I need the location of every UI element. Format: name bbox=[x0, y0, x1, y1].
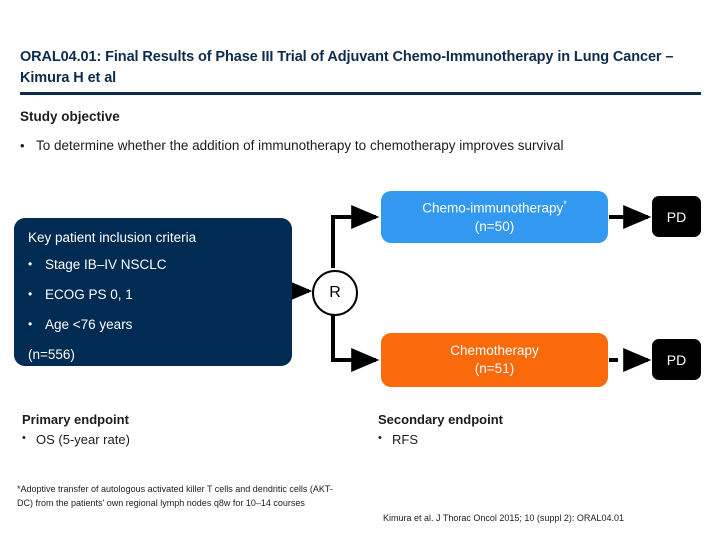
bullet-glyph: • bbox=[22, 432, 26, 444]
page-title: ORAL04.01: Final Results of Phase III Tr… bbox=[20, 49, 674, 86]
treatment-arm-name: Chemo-immunotherapy bbox=[422, 200, 564, 216]
primary-endpoint-block: Primary endpoint • OS (5-year rate) bbox=[22, 412, 130, 447]
outcome-box-pd-arm-1: PD bbox=[652, 196, 701, 237]
treatment-arm-n: (n=51) bbox=[474, 361, 515, 376]
inclusion-criteria-total: (n=556) bbox=[28, 346, 75, 362]
bullet-glyph: • bbox=[28, 316, 33, 331]
bullet-glyph: • bbox=[28, 287, 33, 302]
bullet-glyph: • bbox=[28, 257, 33, 272]
treatment-arm-chemo-immunotherapy: Chemo-immunotherapy* (n=50) bbox=[381, 191, 608, 243]
footnote-text: *Adoptive transfer of autologous activat… bbox=[17, 484, 333, 508]
citation-text: Kimura et al. J Thorac Oncol 2015; 10 (s… bbox=[383, 513, 624, 523]
treatment-arm-n: (n=50) bbox=[474, 218, 515, 234]
connector-randomization-to-arm-1 bbox=[331, 205, 380, 268]
study-objective-bullet: • To determine whether the addition of i… bbox=[20, 136, 690, 157]
randomization-label: R bbox=[329, 284, 341, 301]
list-item: • Stage IB–IV NSCLC bbox=[28, 257, 278, 274]
inclusion-criteria-item: Age <76 years bbox=[45, 316, 133, 332]
study-objective-text: To determine whether the addition of imm… bbox=[36, 138, 564, 153]
list-item: • ECOG PS 0, 1 bbox=[28, 287, 278, 304]
secondary-endpoint-item: • RFS bbox=[378, 432, 503, 447]
bullet-glyph: • bbox=[378, 432, 382, 444]
randomization-node: R bbox=[312, 270, 358, 316]
footnote-marker: * bbox=[563, 199, 567, 210]
secondary-endpoint-block: Secondary endpoint • RFS bbox=[378, 412, 503, 447]
outcome-box-pd-arm-2: PD bbox=[652, 339, 701, 380]
outcome-label: PD bbox=[666, 208, 687, 225]
inclusion-criteria-list: • Stage IB–IV NSCLC • ECOG PS 0, 1 • Age… bbox=[28, 257, 278, 334]
primary-endpoint-text: OS (5-year rate) bbox=[36, 432, 130, 447]
bullet-glyph: • bbox=[20, 138, 25, 153]
inclusion-criteria-item: Stage IB–IV NSCLC bbox=[45, 257, 167, 273]
secondary-endpoint-heading: Secondary endpoint bbox=[378, 412, 503, 427]
treatment-arm-name: Chemotherapy bbox=[450, 342, 539, 358]
inclusion-criteria-title: Key patient inclusion criteria bbox=[28, 230, 197, 245]
inclusion-criteria-box: Key patient inclusion criteria • Stage I… bbox=[14, 218, 292, 366]
inclusion-criteria-item: ECOG PS 0, 1 bbox=[45, 287, 133, 303]
title-divider bbox=[20, 92, 701, 95]
list-item: • Age <76 years bbox=[28, 317, 278, 334]
connector-randomization-to-arm-2 bbox=[331, 314, 380, 372]
primary-endpoint-heading: Primary endpoint bbox=[22, 412, 129, 427]
outcome-label: PD bbox=[666, 351, 687, 368]
study-objective-heading: Study objective bbox=[20, 109, 120, 124]
secondary-endpoint-text: RFS bbox=[392, 432, 418, 447]
treatment-arm-name-line: Chemo-immunotherapy* bbox=[422, 198, 567, 218]
primary-endpoint-item: • OS (5-year rate) bbox=[22, 432, 130, 447]
treatment-arm-chemotherapy: Chemotherapy (n=51) bbox=[381, 333, 608, 387]
